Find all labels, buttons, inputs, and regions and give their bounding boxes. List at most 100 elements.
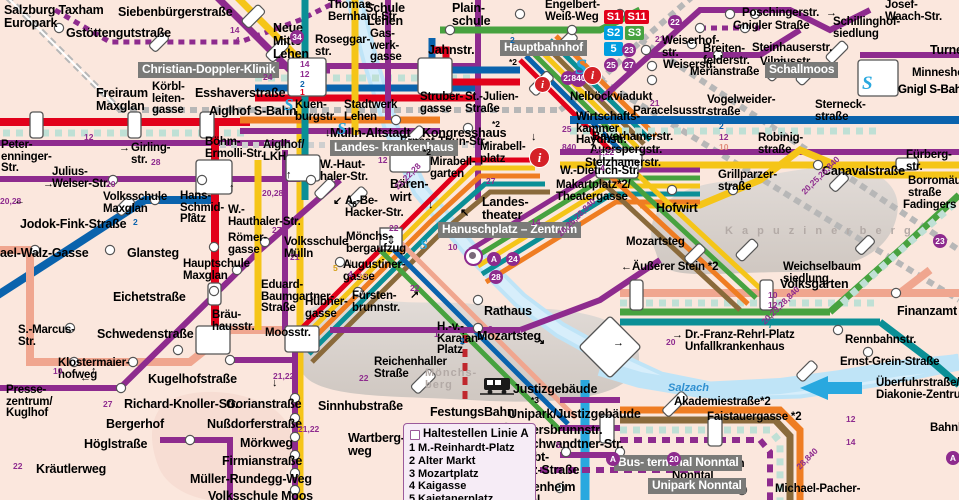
bus-line-disc-34[interactable]: 34 [290,30,304,44]
bus-line-disc-23[interactable]: 23 [933,234,947,248]
station-label: Jahnstr. [428,43,475,57]
bus-line-disc-22[interactable]: 22 [668,15,682,29]
route-number: 2 [460,336,465,346]
station-label: Hübner- gasse [305,296,348,320]
route-number: 6 [768,310,773,320]
station-label: Salzburg Taxham Europark [4,3,104,30]
route-number: 22 [359,373,369,383]
route-number: 5 [556,440,561,450]
route-number: 14 [230,25,240,35]
station-label: Makartplatz*2/ Theatergasse [556,179,631,203]
sbahn-logo-icon: S [420,238,428,253]
route-number: 10 [358,271,368,281]
district-plate-landeskrankenhaus[interactable]: Landes- krankenhaus [330,140,458,157]
station-label: Justizgebäude [513,382,598,396]
route-number: *3 [531,395,540,405]
district-plate-schallmoos[interactable]: Schallmoos [765,62,839,79]
bus-line-disc-A[interactable]: A [487,252,501,266]
route-number: 20 [666,337,676,347]
station-label: Glansteg [127,246,179,260]
station-label: Kuen- burgstr. [295,99,337,123]
route-number: 12 [300,69,310,79]
route-number: *2 [423,147,432,157]
station-label: Sterneck- straße [815,99,866,123]
district-plate-hanuschplatz[interactable]: Hanuschplatz – Zentrum [438,222,581,239]
line-badge-S1[interactable]: S1 [604,10,623,24]
bus-line-disc-23[interactable]: 23 [622,43,636,57]
station-label: Höglstraße [84,437,148,451]
station-label: Auerspergstr. [590,144,663,156]
bus-line-disc-27[interactable]: 27 [622,58,636,72]
legend-item-number: 3 [409,467,416,480]
station-label: Fadingers [903,199,957,211]
bus-line-disc-28[interactable]: 28 [489,270,503,284]
route-number: 21 [290,252,300,262]
station-label: Fürberg- str. [906,149,952,173]
route-number: 4 [348,269,353,279]
hanuschplatz-center-marker[interactable] [464,247,483,266]
legend-item-number: 1 [409,442,416,454]
bus-line-disc-20[interactable]: 20 [667,452,681,466]
station-label: Thomas- Bernhard-Str. [328,0,399,23]
route-number: 5 [333,263,338,273]
direction-arrow: ↗ [410,289,420,301]
route-number: 1 [300,87,305,97]
station-label: Unipark/Justizgebäude [508,407,641,421]
route-number: 2 [133,217,138,227]
station-ticks-diagonal [115,4,875,417]
line-badge-S2[interactable]: S2 [604,26,623,40]
route-number: 21 [650,98,660,108]
route-number: 24 [263,72,273,82]
station-label: Mirabell- garten [430,156,476,180]
legend-item-label: M.-Reinhardt-Platz [418,442,515,454]
line-badge-5[interactable]: 5 [604,42,623,56]
direction-arrow: ↖ [460,207,470,219]
station-label: Weichselbaum siedlung [783,261,861,285]
direction-arrow: ← [14,195,25,207]
bus-line-disc-A[interactable]: A [946,451,959,465]
line-badge-S11[interactable]: S11 [625,10,649,24]
station-label: Volksschule Maxglan [103,191,168,215]
direction-arrow: → [613,337,624,349]
station-label: S.-Marcus- Str. [18,324,75,348]
station-label: Plain- schule [452,1,491,28]
route-number: 14 [531,217,541,227]
district-plate-hauptbahnhof[interactable]: Hauptbahnhof [500,40,587,57]
route-number: 10 [768,290,778,300]
route-number: 27 [272,225,282,235]
station-label: Robinig- straße [758,132,804,156]
direction-arrow: ↑ [286,169,292,181]
bus-line-disc-24[interactable]: 24 [506,252,520,266]
station-label: Turne [930,43,959,57]
district-plate-christian-doppler-klinik[interactable]: Christian-Doppler-Klinik [138,62,280,79]
info-icon[interactable]: i [534,76,551,93]
district-plate-unipark-nonntal[interactable]: Unipark Nonntal [648,478,746,495]
legend-marker-icon [410,430,420,440]
line-badge-S3[interactable]: S3 [625,26,644,40]
route-number: 20,28 [262,188,284,198]
station-label: W.- Hauthaler-Str. [228,204,301,228]
station-label: Girling- str. [131,142,171,166]
route-number: 10 [53,366,63,376]
bus-line-disc-25[interactable]: 25 [604,58,618,72]
route-number: 21 [655,34,665,44]
route-number: *3 [188,211,197,221]
station-label: Vogelweider- straße [707,94,776,118]
bus-line-disc-A[interactable]: A [606,452,620,466]
mountain-label-moenchsberg: Mönchs- berg [425,367,478,391]
info-icon[interactable]: i [583,66,602,85]
bus-line-disc-840[interactable]: 840 [570,70,587,87]
station-label: Mozartsteg [477,329,541,343]
route-number: 14 [846,437,856,447]
station-label: St.-Julien- Straße [465,91,519,115]
station-label: Presse- zentrum/ Kuglhof [6,384,53,420]
info-icon[interactable]: i [529,147,550,168]
